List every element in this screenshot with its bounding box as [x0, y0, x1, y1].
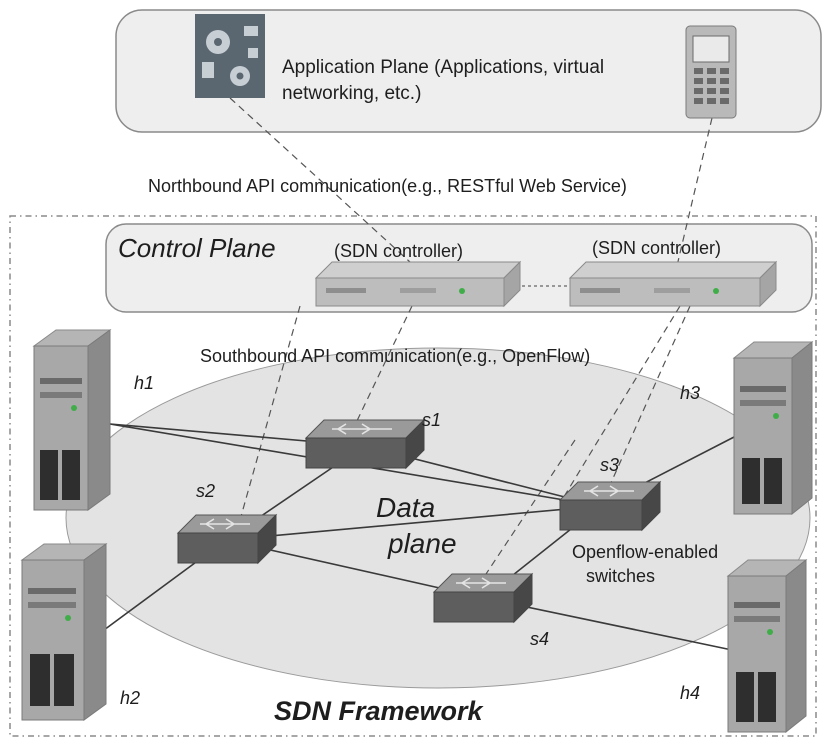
southbound-link — [479, 439, 576, 584]
sdn-framework-title: SDN Framework — [274, 696, 485, 726]
switch-s4-icon — [432, 572, 534, 624]
sdn-controller-2-label: (SDN controller) — [592, 238, 721, 258]
southbound-api-label: Southbound API communication(e.g., OpenF… — [200, 346, 590, 366]
host-h1-label: h1 — [134, 373, 154, 393]
northbound-link — [675, 117, 713, 271]
phone-app-icon — [685, 25, 737, 119]
southbound-link — [354, 305, 413, 426]
host-h2-server-icon — [20, 543, 108, 721]
sdn-controller-1-icon — [314, 260, 522, 308]
switch-s1-label: s1 — [422, 410, 441, 430]
southbound-link — [609, 305, 691, 486]
application-plane-label-line1: Application Plane (Applications, virtual — [282, 57, 604, 78]
northbound-link — [229, 97, 411, 263]
switch-s4-label: s4 — [530, 629, 549, 649]
southbound-link — [239, 305, 301, 521]
host-h2-label: h2 — [120, 688, 140, 708]
host-h3-label: h3 — [680, 383, 700, 403]
host-h4-label: h4 — [680, 683, 700, 703]
control-plane-title: Control Plane — [118, 233, 276, 263]
host-h3-server-icon — [732, 340, 814, 516]
switch-s2-icon — [176, 513, 278, 565]
data-plane-label-line1: Data — [376, 492, 435, 523]
application-plane-panel — [115, 9, 822, 133]
switch-s3-icon — [558, 480, 662, 532]
southbound-links — [239, 305, 691, 584]
link-s2-s3 — [225, 505, 601, 541]
northbound-api-label: Northbound API communication(e.g., RESTf… — [148, 176, 627, 196]
sdn-controller-1-label: (SDN controller) — [334, 241, 463, 261]
data-plane-label-line2: plane — [387, 528, 457, 559]
switch-s3-label: s3 — [600, 455, 619, 475]
southbound-link — [564, 305, 681, 496]
sdn-controller-2-icon — [568, 260, 778, 308]
northbound-links — [229, 97, 713, 271]
application-plane-label-line2: networking, etc.) — [282, 83, 421, 104]
switch-s1-icon — [304, 418, 426, 470]
switch-note-line2: switches — [586, 566, 655, 586]
data-plane-ellipse — [65, 347, 811, 689]
host-h4-server-icon — [726, 558, 808, 734]
switch-s2-label: s2 — [196, 481, 215, 501]
gear-app-icon — [195, 14, 265, 98]
sdn-framework-boundary — [9, 215, 817, 737]
switch-note-line1: Openflow-enabled — [572, 542, 718, 562]
host-h1-server-icon — [32, 329, 112, 511]
